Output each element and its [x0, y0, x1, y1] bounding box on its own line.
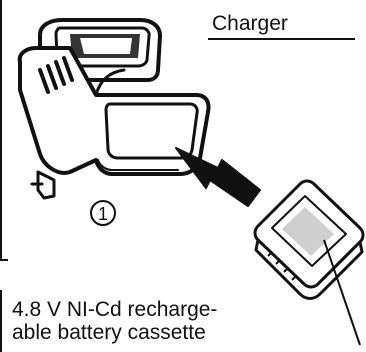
step-number: 1	[98, 204, 108, 224]
charger-label: Charger	[212, 12, 288, 35]
insert-arrow	[176, 148, 260, 206]
charger-illustration	[20, 20, 209, 198]
battery-label-line1: 4.8 V NI-Cd recharge-	[12, 298, 217, 321]
battery-label-line2: able battery cassette	[12, 321, 206, 344]
battery-cassette	[255, 181, 363, 299]
